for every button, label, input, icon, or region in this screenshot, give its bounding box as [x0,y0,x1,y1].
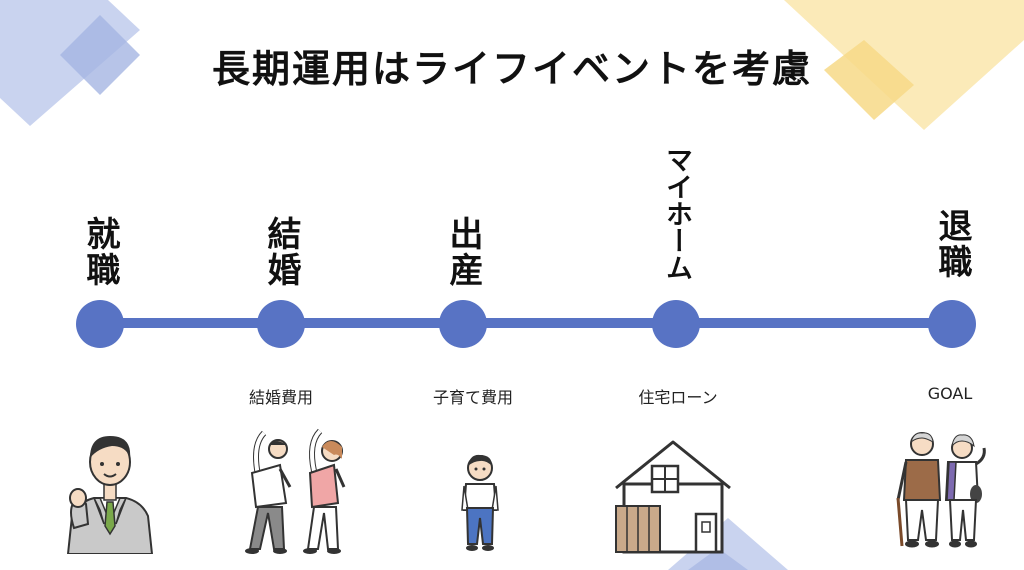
page-title: 長期運用はライフイベントを考慮 [211,47,812,91]
cost-label-home: 住宅ローン [638,388,718,407]
timeline-node-retirement [928,300,976,348]
elderly-couple-icon [896,432,986,548]
event-label-home: マイホーム [661,146,692,281]
event-label-retirement: 退職 [932,208,972,280]
timeline-line [100,318,952,328]
child-icon [461,454,499,551]
businessman-icon [66,436,154,554]
house-icon [615,440,731,554]
event-label-employment: 就職 [80,216,120,288]
timeline-node-employment [76,300,124,348]
timeline-node-birth [439,300,487,348]
timeline-node-home [652,300,700,348]
event-label-marriage: 結婚 [261,216,301,288]
cost-label-marriage: 結婚費用 [248,388,314,407]
event-label-birth: 出産 [443,216,483,288]
cost-label-retirement: GOAL [927,384,973,403]
cost-label-birth: 子育て費用 [432,388,514,407]
timeline-node-marriage [257,300,305,348]
stretching-couple-icon [245,428,346,554]
